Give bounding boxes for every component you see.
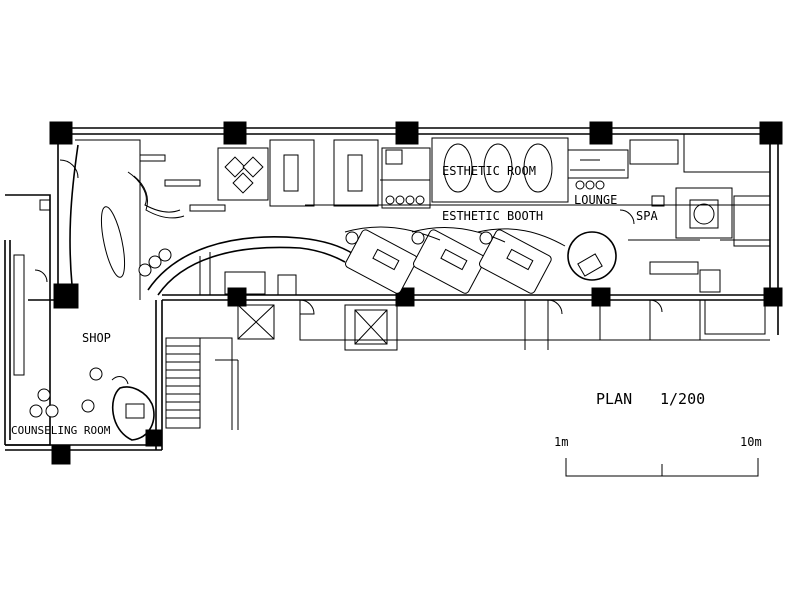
counseling-area [29, 367, 155, 441]
column [395, 287, 415, 307]
column [395, 121, 419, 145]
scale-bar: 1m 10m [554, 435, 762, 477]
plan-scale: 1/200 [660, 390, 705, 408]
staircase [165, 337, 239, 430]
column [759, 121, 783, 145]
room-labels: SHOP COUNSELING ROOM ESTHETIC ROOM ESTHE… [11, 164, 658, 437]
structural-columns [49, 121, 783, 465]
room-label-counseling: COUNSELING ROOM [11, 424, 111, 437]
elevators [237, 304, 398, 351]
door-swings [59, 159, 663, 315]
room-label-esthetic-booth: ESTHETIC BOOTH [442, 209, 543, 223]
column [49, 121, 73, 145]
column [145, 429, 163, 447]
shop-area [13, 139, 226, 376]
back-rooms [217, 139, 431, 209]
column [223, 121, 247, 145]
column [589, 121, 613, 145]
room-label-shop: SHOP [82, 331, 111, 345]
room-label-esthetic-room: ESTHETIC ROOM [442, 164, 536, 178]
column [51, 445, 71, 465]
plan-title: PLAN [596, 390, 632, 408]
scale-bar-line [565, 458, 759, 477]
esthetic-booths [344, 226, 566, 294]
lobby-curve [147, 236, 356, 296]
lounge-booth [567, 231, 617, 281]
display-island [100, 206, 126, 278]
esthetic-room-area [305, 137, 770, 206]
column [591, 287, 611, 307]
lounge-area [567, 149, 629, 281]
drawing-title: PLAN 1/200 [596, 390, 705, 408]
scale-bar-start-label: 1m [554, 435, 568, 449]
room-label-spa: SPA [636, 209, 658, 223]
scale-bar-end-label: 10m [740, 435, 762, 449]
column [227, 287, 247, 307]
spa-area [628, 133, 771, 335]
column [53, 283, 79, 309]
column [763, 287, 783, 307]
room-label-lounge: LOUNGE [574, 193, 617, 207]
